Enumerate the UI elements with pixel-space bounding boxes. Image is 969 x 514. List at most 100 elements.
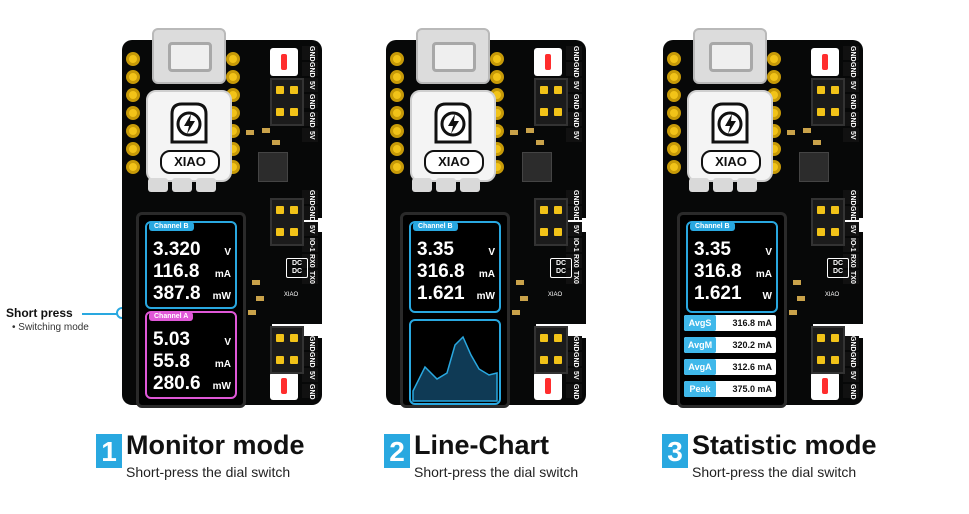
smd-component [246,130,254,135]
ic-chip [799,152,829,182]
xiao-label: XIAO [160,150,220,174]
stat-value: 320.2 mA [732,340,772,350]
gold-pad [667,88,681,102]
usb-c-connector [152,28,226,84]
smd-component [803,128,811,133]
pin-label: 5V [566,128,582,142]
pin-label: RX0 [566,254,582,268]
header-pin [831,228,839,236]
pin-header [534,78,568,126]
power-value: 280.6 [153,373,201,394]
board-buttons [689,178,769,192]
usb-c-connector [693,28,767,84]
pin-label: 5V [843,78,859,92]
board-buttons [412,178,492,192]
header-pin [290,108,298,116]
gold-pad [667,160,681,174]
pin-label: GND [302,62,318,78]
line-chart [409,319,501,405]
pin-header-connector [534,372,562,400]
header-pin [290,86,298,94]
pin-label: GND [566,206,582,222]
gold-pad [390,106,404,120]
stat-label: Peak [684,381,716,397]
gold-pad [667,70,681,84]
smd-component [516,280,524,285]
lightning-bolt-icon [166,100,212,146]
tactile-button[interactable] [412,178,432,192]
header-pin [290,228,298,236]
current-value: 316.8 [417,261,465,282]
dc-dc-label: DC DC [286,258,308,278]
pin-label: GND [843,46,859,62]
tactile-button[interactable] [689,178,709,192]
header-pin [540,228,548,236]
smd-component [510,130,518,135]
header-pin [276,356,284,364]
pin-label: RX0 [843,254,859,268]
tactile-button[interactable] [436,178,456,192]
pin-label: GND [302,46,318,62]
tactile-button[interactable] [713,178,733,192]
gold-pad [390,124,404,138]
header-pin [817,356,825,364]
tactile-button[interactable] [737,178,757,192]
small-xiao-logo: XIAO [283,292,299,298]
current-value: 55.8 [153,351,190,372]
mode-subtitle: Short-press the dial switch [126,464,291,480]
power-unit: mW [212,291,231,302]
pin-label: GND [566,112,582,128]
mode-subtitle: Short-press the dial switch [692,464,857,480]
smd-component [789,310,797,315]
header-pin [276,86,284,94]
tactile-button[interactable] [460,178,480,192]
pin-label: GND [843,190,859,206]
header-pin [554,228,562,236]
ic-chip [522,152,552,182]
header-pin [540,86,548,94]
channel-b-tag: Channel B [149,222,194,231]
voltage-unit: V [765,247,772,258]
pin-label: IO-1 [302,238,318,252]
smd-component [797,296,805,301]
smd-component [520,296,528,301]
stat-label: AvgM [684,337,716,353]
pin-label: GND [843,336,859,352]
header-pin [276,334,284,342]
pin-label: 5V [566,78,582,92]
pin-label: GND [566,384,582,400]
pin-label: GND [566,352,582,368]
pin-label: 5V [843,368,859,382]
pin-label: GND [302,94,318,110]
dc-dc-label: DC DC [550,258,572,278]
gold-pad [667,106,681,120]
gold-pad [390,88,404,102]
pin-label: GND [302,352,318,368]
xiao-module: XIAO [146,90,232,182]
smd-component [256,296,264,301]
tactile-button[interactable] [196,178,216,192]
pin-label: GND [843,62,859,78]
tactile-button[interactable] [172,178,192,192]
gold-pad [390,52,404,66]
gold-pad [126,70,140,84]
tactile-button[interactable] [148,178,168,192]
xiao-label: XIAO [424,150,484,174]
voltage-value: 3.35 [694,239,731,260]
pin-label: 5V [843,222,859,236]
mode-number: 1 [96,434,122,468]
pin-label: GND [302,206,318,222]
pin-label: TX0 [843,270,859,284]
pin-header [270,326,304,374]
pin-label: RX0 [302,254,318,268]
pin-label: 5V [302,128,318,142]
gold-pad [667,52,681,66]
gold-pad [126,124,140,138]
smd-component [793,280,801,285]
header-pin [554,108,562,116]
pin-header [534,326,568,374]
